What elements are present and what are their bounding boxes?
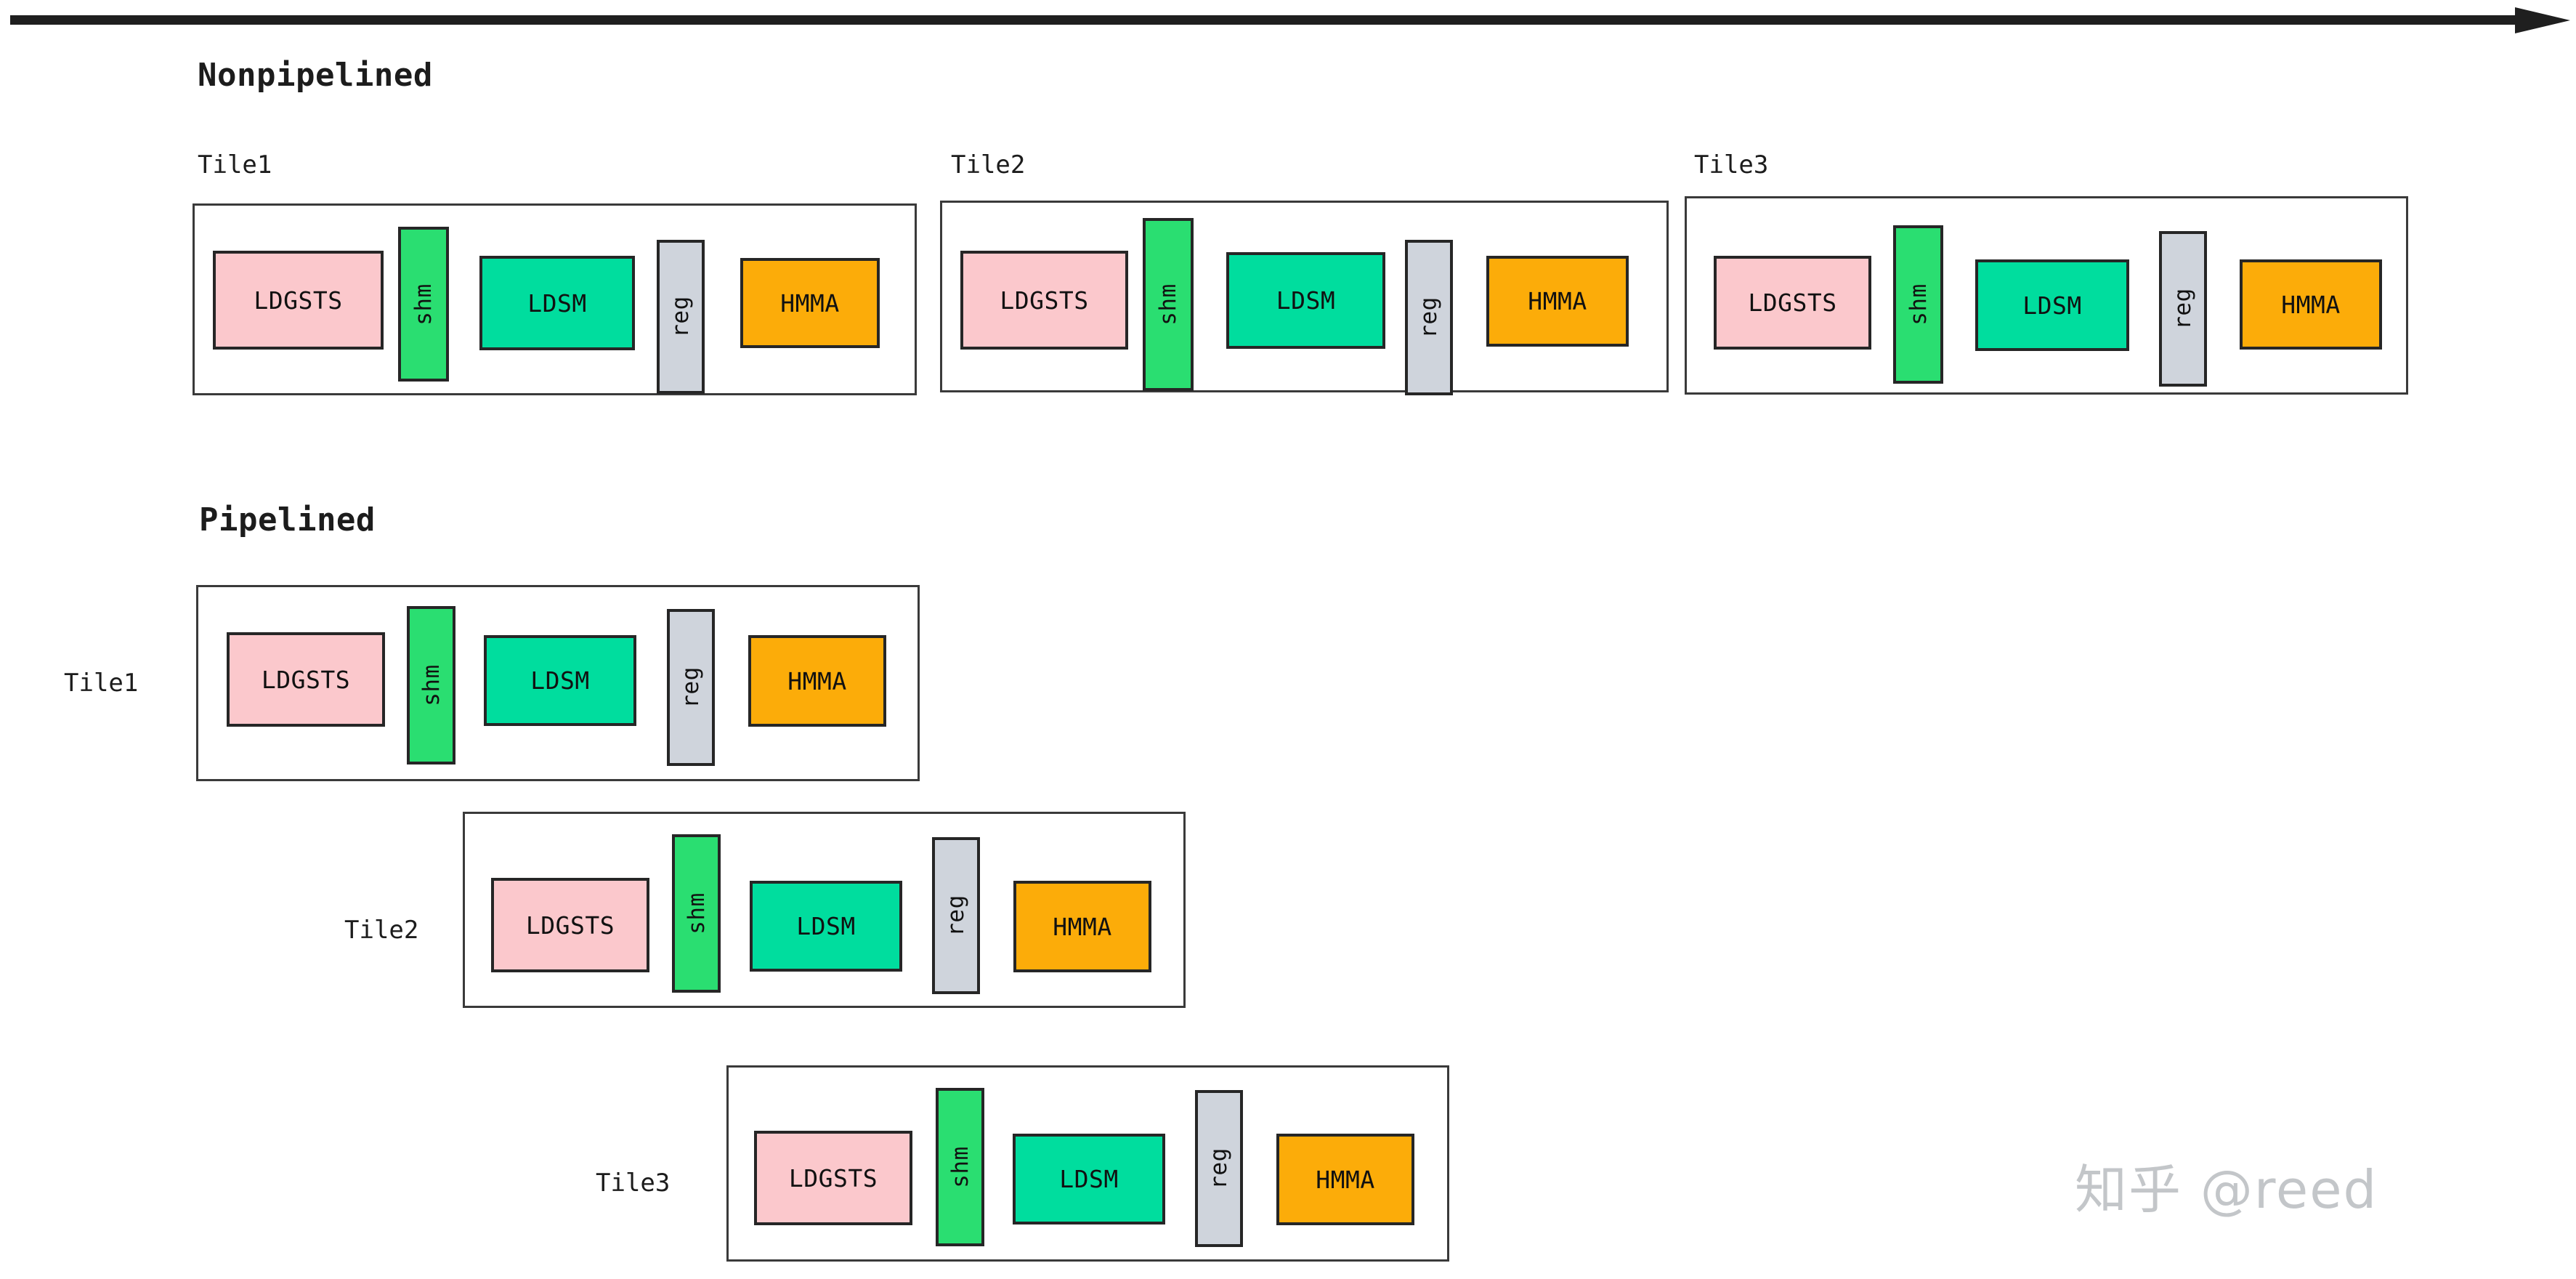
stage-label-shm: shm	[1155, 283, 1181, 326]
stage-label-hmma: HMMA	[780, 289, 840, 318]
stage-label-reg: reg	[943, 895, 969, 937]
time-axis-arrow	[10, 7, 2570, 33]
section-heading-nonpipelined: Nonpipelined	[198, 57, 433, 94]
stage-label-ldsm: LDSM	[2022, 291, 2082, 320]
stage-shm-pipelined-tile2: shm	[672, 834, 721, 993]
stage-label-reg: reg	[2170, 288, 2196, 330]
stage-label-ldgsts: LDGSTS	[254, 286, 343, 315]
stage-ldgsts-nonpipelined-tile1: LDGSTS	[213, 251, 384, 350]
stage-label-shm: shm	[1905, 283, 1932, 326]
stage-hmma-pipelined-tile3: HMMA	[1276, 1134, 1414, 1225]
stage-shm-nonpipelined-tile2: shm	[1143, 218, 1194, 391]
stage-shm-nonpipelined-tile1: shm	[398, 227, 449, 382]
tile-label-pipelined-1: Tile1	[64, 669, 139, 698]
stage-hmma-nonpipelined-tile3: HMMA	[2240, 259, 2382, 350]
stage-label-ldsm: LDSM	[796, 912, 856, 940]
stage-label-ldgsts: LDGSTS	[525, 911, 615, 940]
stage-label-reg: reg	[678, 666, 704, 709]
stage-shm-pipelined-tile3: shm	[936, 1088, 984, 1246]
stage-label-shm: shm	[410, 283, 437, 326]
stage-hmma-nonpipelined-tile2: HMMA	[1486, 256, 1629, 347]
stage-ldsm-pipelined-tile3: LDSM	[1013, 1134, 1165, 1224]
stage-reg-nonpipelined-tile2: reg	[1405, 240, 1453, 395]
stage-ldgsts-pipelined-tile2: LDGSTS	[491, 878, 649, 972]
section-heading-pipelined: Pipelined	[199, 501, 376, 538]
arrow-head-icon	[2515, 7, 2570, 33]
stage-ldsm-nonpipelined-tile1: LDSM	[479, 256, 635, 350]
stage-label-ldsm: LDSM	[527, 289, 587, 318]
stage-label-reg: reg	[1206, 1147, 1232, 1190]
stage-label-hmma: HMMA	[787, 666, 847, 695]
time-axis-line	[10, 15, 2531, 25]
stage-ldgsts-nonpipelined-tile2: LDGSTS	[960, 251, 1128, 350]
tile-label-nonpipelined-2: Tile2	[951, 150, 1026, 179]
stage-label-hmma: HMMA	[2281, 290, 2341, 319]
stage-label-hmma: HMMA	[1316, 1165, 1375, 1194]
tile-label-nonpipelined-1: Tile1	[198, 150, 272, 179]
stage-shm-pipelined-tile1: shm	[407, 606, 455, 764]
stage-label-reg: reg	[668, 296, 694, 338]
stage-label-hmma: HMMA	[1053, 912, 1112, 941]
tile-label-pipelined-3: Tile3	[596, 1169, 671, 1198]
stage-reg-nonpipelined-tile3: reg	[2159, 231, 2207, 387]
watermark: 知乎 @reed	[2075, 1159, 2378, 1220]
stage-label-ldgsts: LDGSTS	[1000, 286, 1089, 315]
stage-hmma-pipelined-tile1: HMMA	[748, 635, 886, 727]
stage-label-ldgsts: LDGSTS	[261, 665, 351, 694]
stage-label-ldsm: LDSM	[1276, 286, 1336, 315]
tile-label-nonpipelined-3: Tile3	[1694, 150, 1769, 179]
stage-ldgsts-nonpipelined-tile3: LDGSTS	[1714, 256, 1871, 350]
stage-label-hmma: HMMA	[1528, 287, 1587, 315]
stage-label-shm: shm	[683, 892, 710, 935]
stage-ldgsts-pipelined-tile3: LDGSTS	[754, 1131, 912, 1225]
stage-ldsm-pipelined-tile1: LDSM	[484, 635, 636, 726]
stage-reg-pipelined-tile3: reg	[1195, 1090, 1243, 1247]
stage-hmma-pipelined-tile2: HMMA	[1013, 881, 1151, 972]
stage-ldsm-pipelined-tile2: LDSM	[750, 881, 902, 972]
tile-label-pipelined-2: Tile2	[344, 916, 419, 945]
stage-ldsm-nonpipelined-tile3: LDSM	[1975, 259, 2129, 351]
stage-label-shm: shm	[418, 664, 445, 706]
stage-reg-nonpipelined-tile1: reg	[657, 240, 705, 394]
stage-reg-pipelined-tile1: reg	[667, 609, 715, 766]
stage-label-ldsm: LDSM	[530, 666, 590, 695]
stage-label-ldgsts: LDGSTS	[788, 1163, 878, 1193]
stage-label-ldgsts: LDGSTS	[1748, 289, 1837, 317]
stage-hmma-nonpipelined-tile1: HMMA	[740, 258, 880, 348]
stage-reg-pipelined-tile2: reg	[932, 837, 980, 994]
stage-label-shm: shm	[947, 1146, 973, 1188]
stage-ldsm-nonpipelined-tile2: LDSM	[1226, 252, 1385, 349]
stage-label-ldsm: LDSM	[1059, 1165, 1119, 1193]
stage-ldgsts-pipelined-tile1: LDGSTS	[227, 632, 385, 727]
stage-shm-nonpipelined-tile3: shm	[1893, 225, 1943, 384]
stage-label-reg: reg	[1416, 296, 1442, 339]
